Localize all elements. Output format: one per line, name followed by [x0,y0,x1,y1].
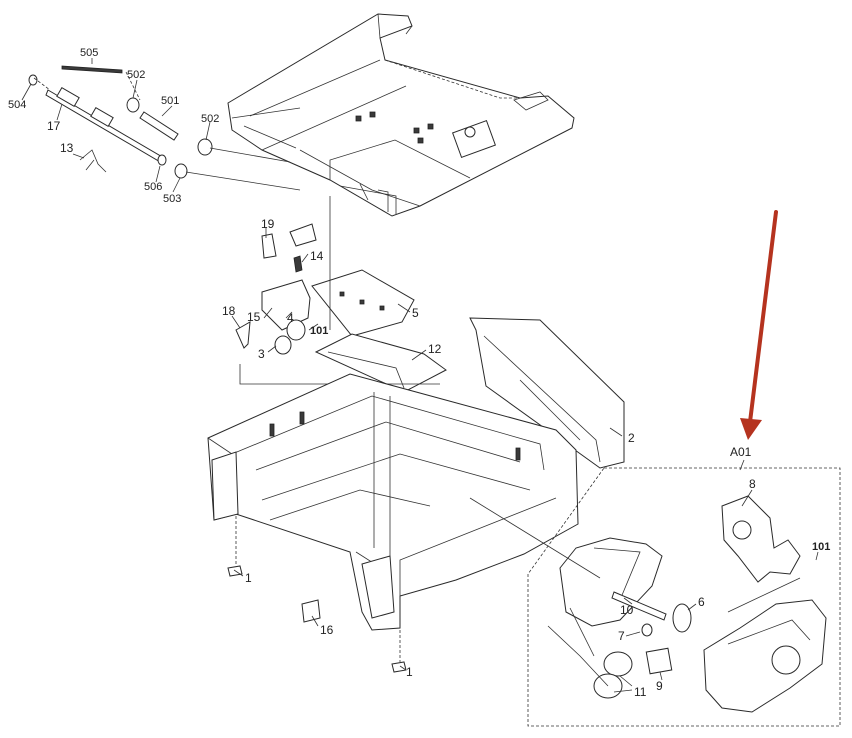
callout-11: 11 [634,685,647,699]
roller-shaft-group [28,65,301,191]
callout-1: 1 [245,571,252,585]
callout-506: 506 [144,181,162,193]
callout-leaders [21,58,819,693]
callout-101: 101 [812,541,830,553]
sensor-bracket-group [235,196,447,393]
callout-18: 18 [222,304,236,318]
callout-1: 1 [406,665,413,679]
base-frame [207,373,579,631]
callout-14: 14 [310,249,324,263]
callout-16: 16 [320,623,334,637]
a01-detail [527,467,841,727]
callout-labels: 505 502 504 501 17 502 13 506 503 19 14 … [8,47,830,699]
cover-panel [469,317,625,469]
callout-a01: A01 [730,445,752,459]
callout-505: 505 [80,47,98,59]
callout-5: 5 [412,306,419,320]
callout-9: 9 [656,679,663,693]
callout-15: 15 [247,310,261,324]
callout-502: 502 [201,113,219,125]
callout-4: 4 [287,311,294,325]
callout-10: 10 [620,603,634,617]
callout-504: 504 [8,99,26,111]
top-frame [227,13,575,217]
red-arrow [740,210,778,440]
callout-6: 6 [698,595,705,609]
callout-7: 7 [618,629,625,643]
callout-2: 2 [628,431,635,445]
callout-13: 13 [60,141,74,155]
a01-link-line [469,497,601,579]
callout-8: 8 [749,477,756,491]
callout-502: 502 [127,69,145,81]
callout-3: 3 [258,347,265,361]
callout-17: 17 [47,119,61,133]
callout-12: 12 [428,342,442,356]
callout-19: 19 [261,217,275,231]
callout-501: 501 [161,95,179,107]
callout-101: 101 [310,325,328,337]
callout-503: 503 [163,193,181,205]
